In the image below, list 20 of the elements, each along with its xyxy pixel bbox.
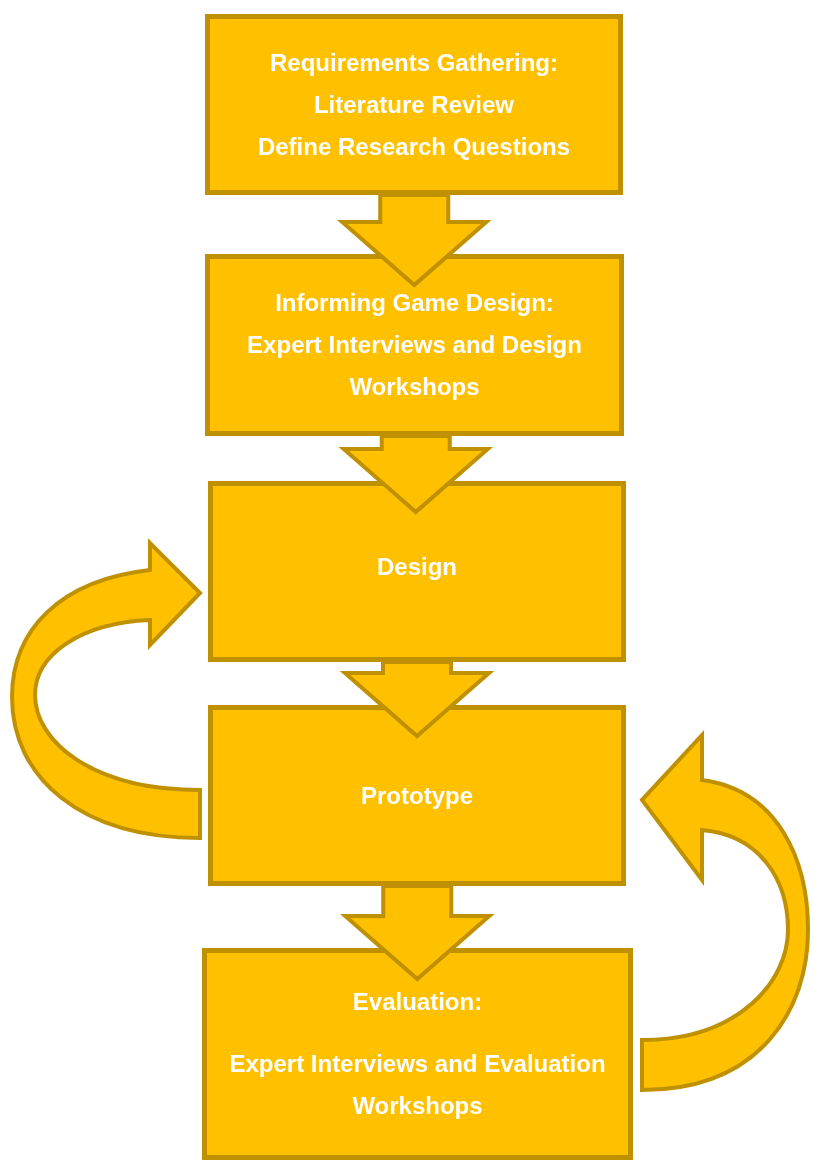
box-heading: Evaluation: [352,987,483,1017]
box-text: Expert Interviews and Evaluation Workshops [228,1049,607,1121]
block-arrow [336,193,492,288]
curved-arrow [10,541,202,840]
box-heading: Informing Game Design: [275,288,554,318]
block-arrow [339,884,495,982]
box-text: Literature Review [313,89,515,120]
block-arrow [339,660,495,739]
box-text: Expert Interviews and Design Workshops [246,330,583,402]
box-text: Design [377,552,457,582]
process-box [205,14,623,195]
curved-arrow [640,733,810,1092]
box-text: Define Research Questions [257,131,571,162]
box-text: Prototype [361,780,473,811]
process-box [202,948,633,1160]
process-box [208,705,626,886]
process-box [208,481,626,662]
box-heading: Requirements Gathering: [269,47,558,78]
block-arrow [338,434,494,515]
process-box [205,254,624,436]
